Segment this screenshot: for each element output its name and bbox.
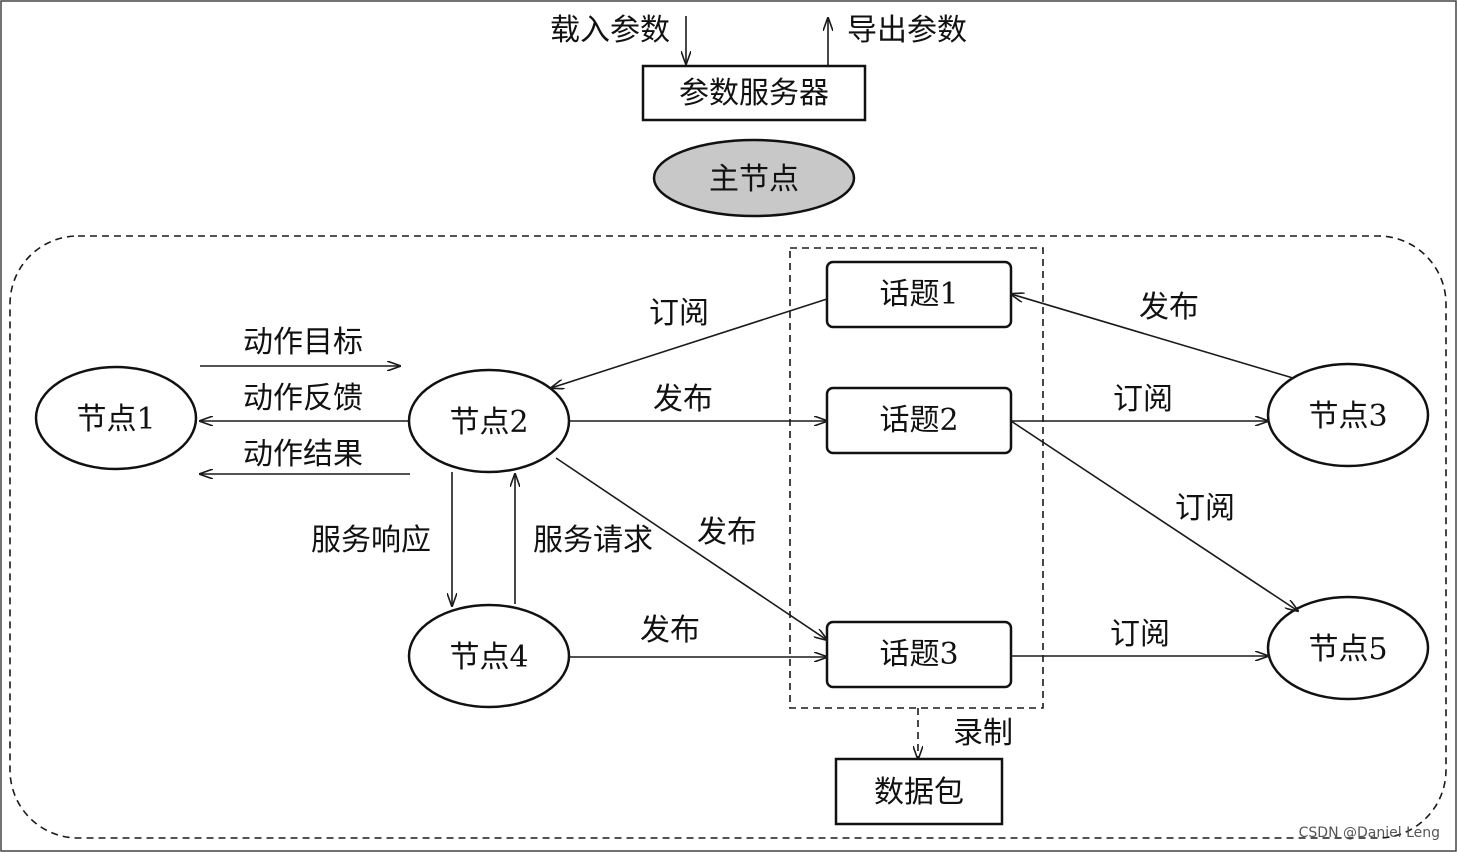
service-response-label: 服务响应 bbox=[311, 523, 431, 558]
node2-subscribe-topic1-arrow bbox=[551, 298, 828, 388]
node4 bbox=[407, 603, 571, 709]
node2-publish-topic3-label: 发布 bbox=[697, 515, 757, 550]
node5-label: 节点5 bbox=[1308, 632, 1387, 667]
node2-publish-topic3-arrow bbox=[555, 457, 827, 640]
topic3-label: 话题3 bbox=[879, 637, 958, 672]
export-parameters-label: 导出参数 bbox=[847, 13, 967, 48]
node4-publish-topic3-label: 发布 bbox=[640, 613, 700, 648]
master-node-label: 主节点 bbox=[709, 162, 799, 197]
node3-subscribe-topic2-label: 订阅 bbox=[1113, 382, 1173, 417]
bag-box bbox=[834, 757, 1004, 826]
node2-subscribe-topic1-label: 订阅 bbox=[649, 296, 709, 331]
node5-subscribe-topic3-label: 订阅 bbox=[1110, 617, 1170, 652]
bag-label: 数据包 bbox=[874, 775, 964, 810]
node3-publish-topic1-arrow bbox=[1011, 294, 1294, 379]
master-node bbox=[652, 138, 856, 218]
parameter-server-box bbox=[641, 64, 867, 122]
action-goal-label: 动作目标 bbox=[243, 325, 363, 360]
ros-network-boundary bbox=[9, 235, 1447, 839]
node3-label: 节点3 bbox=[1308, 399, 1387, 434]
node1 bbox=[34, 365, 198, 471]
topics-group bbox=[789, 247, 1044, 709]
action-feedback-label: 动作反馈 bbox=[243, 381, 363, 416]
node3-publish-topic1-label: 发布 bbox=[1139, 290, 1199, 325]
service-request-label: 服务请求 bbox=[533, 523, 653, 558]
watermark: CSDN @Daniel Leng bbox=[1299, 825, 1440, 841]
node1-label: 节点1 bbox=[76, 402, 155, 437]
node2-publish-topic2-label: 发布 bbox=[653, 382, 713, 417]
node5-subscribe-topic2-label: 订阅 bbox=[1175, 491, 1235, 526]
load-parameters-label: 载入参数 bbox=[550, 13, 670, 48]
topic1-label: 话题1 bbox=[879, 277, 958, 312]
node2-label: 节点2 bbox=[449, 405, 528, 440]
node5 bbox=[1266, 595, 1430, 701]
node3 bbox=[1266, 362, 1430, 468]
parameter-server-label: 参数服务器 bbox=[679, 76, 829, 111]
topic2-label: 话题2 bbox=[879, 403, 958, 438]
node4-label: 节点4 bbox=[449, 640, 528, 675]
node5-subscribe-topic2-arrow bbox=[1010, 420, 1298, 611]
record-label: 录制 bbox=[953, 716, 1013, 751]
action-result-label: 动作结果 bbox=[243, 437, 363, 472]
